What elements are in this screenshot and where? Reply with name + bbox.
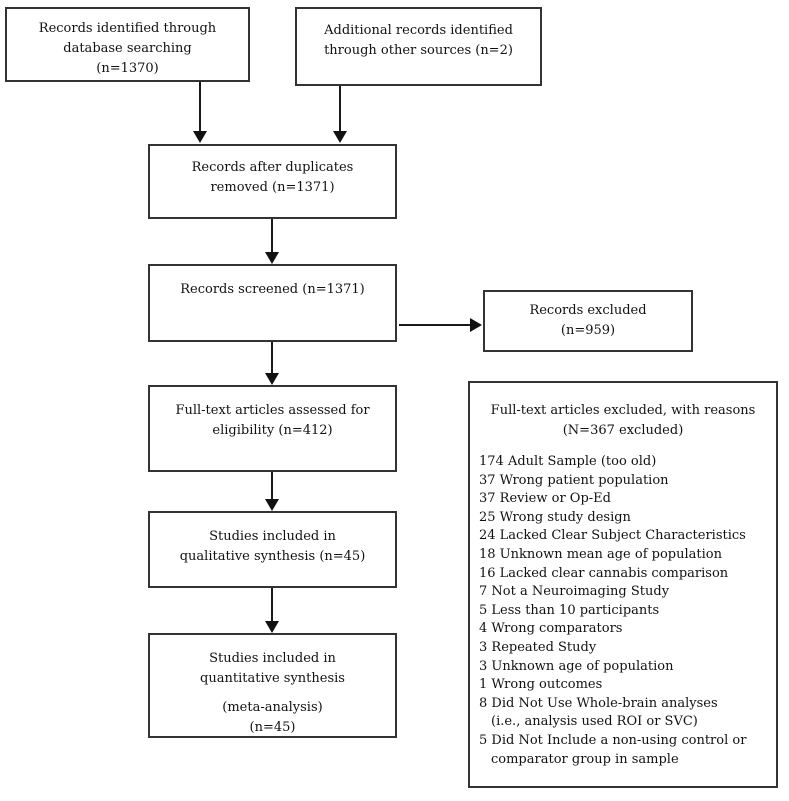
arrow-duplicates-to-screened-head [265,252,279,264]
arrow-additional-to-duplicates-line [339,86,341,131]
box-records-identified: Records identified through database sear… [5,7,250,82]
exclusion-reason-item: 3 Repeated Study [479,639,597,655]
box-fulltext-assessed: Full-text articles assessed for eligibil… [148,385,397,472]
box-records-screened-line: Records screened (n=1371) [180,282,365,297]
arrow-qualitative-to-quantitative-head [265,621,279,633]
exclusion-reason-item: 174 Adult Sample (too old) [479,454,657,469]
exclusion-reasons-title-line: Full-text articles excluded, with reason… [490,403,756,418]
box-quantitative-synthesis: Studies included in quantitative synthes… [148,633,397,738]
box-quantitative-synthesis-line: (n=45) [249,720,296,735]
box-duplicates-removed-line: Records after duplicates [191,160,354,175]
box-duplicates-removed-line: removed (n=1371) [210,180,335,195]
box-additional-records-line: Additional records identified [324,23,513,38]
arrow-screened-to-excluded-head [470,318,482,332]
arrow-screened-to-excluded-line [399,324,470,326]
box-records-screened: Records screened (n=1371) [148,264,397,342]
box-additional-records-line: through other sources (n=2) [324,43,513,58]
exclusion-reason-item: 7 Not a Neuroimaging Study [479,584,670,600]
arrow-identified-to-duplicates-line [199,82,201,131]
exclusion-reason-item: 5 Less than 10 participants [479,602,660,618]
arrow-fulltext-to-qualitative-line [271,472,273,499]
arrow-duplicates-to-screened-line [271,219,273,252]
box-records-excluded-line: (n=959) [560,323,616,338]
box-quantitative-synthesis-line: quantitative synthesis [200,671,345,686]
exclusion-reason-item: 8 Did Not Use Whole-brain analyses [479,695,718,711]
box-records-excluded-line: Records excluded [529,303,647,318]
box-records-identified-line: Records identified through [38,21,217,36]
exclusion-reason-item: 18 Unknown mean age of population [479,546,722,562]
box-additional-records: Additional records identified through ot… [295,7,542,86]
exclusion-reason-item: 37 Wrong patient population [479,472,669,488]
box-qualitative-synthesis: Studies included in qualitative synthesi… [148,511,397,588]
exclusion-reason-item: 3 Unknown age of population [479,658,674,674]
box-records-identified-line: (n=1370) [96,61,159,76]
arrow-additional-to-duplicates-head [333,131,347,143]
arrow-screened-to-fulltext-head [265,373,279,385]
exclusion-reasons-list: 174 Adult Sample (too old) 37 Wrong pati… [470,441,776,769]
exclusion-reasons-title-line: (N=367 excluded) [562,423,684,438]
arrow-fulltext-to-qualitative-head [265,499,279,511]
exclusion-reason-item-continuation: comparator group in sample [491,751,679,767]
box-qualitative-synthesis-line: qualitative synthesis (n=45) [179,549,366,564]
exclusion-reason-item: 16 Lacked clear cannabis comparison [479,565,729,581]
arrow-identified-to-duplicates-head [193,131,207,143]
box-exclusion-reasons: Full-text articles excluded, with reason… [468,381,778,788]
arrow-screened-to-fulltext-line [271,342,273,373]
exclusion-reason-item: 25 Wrong study design [479,509,631,525]
exclusion-reason-item: 4 Wrong comparators [479,621,623,637]
box-quantitative-synthesis-line: Studies included in [209,651,336,666]
box-records-excluded: Records excluded (n=959) [483,290,693,352]
box-fulltext-assessed-line: Full-text articles assessed for [175,403,370,418]
box-quantitative-synthesis-line: (meta-analysis) [222,700,323,715]
arrow-qualitative-to-quantitative-line [271,588,273,621]
box-qualitative-synthesis-line: Studies included in [209,529,336,544]
exclusion-reason-item-continuation: (i.e., analysis used ROI or SVC) [491,714,698,730]
exclusion-reason-item: 24 Lacked Clear Subject Characteristics [479,528,746,544]
exclusion-reason-item: 5 Did Not Include a non-using control or [479,732,747,748]
box-fulltext-assessed-line: eligibility (n=412) [212,423,333,438]
exclusion-reason-item: 37 Review or Op-Ed [479,491,611,507]
exclusion-reason-item: 1 Wrong outcomes [479,677,603,693]
exclusion-reasons-title: Full-text articles excluded, with reason… [470,383,776,441]
box-records-identified-line: database searching [63,41,192,56]
box-duplicates-removed: Records after duplicates removed (n=1371… [148,144,397,219]
